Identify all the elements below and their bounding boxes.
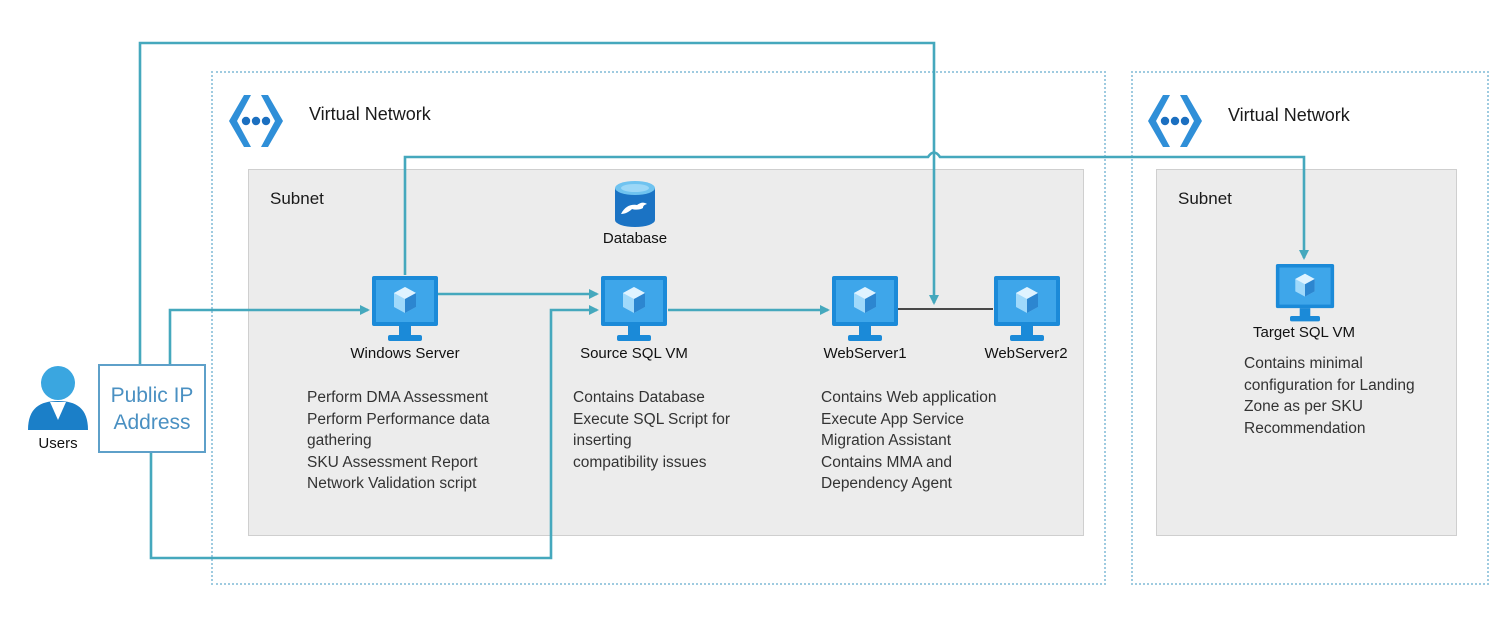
description-line: Contains Database [573, 389, 705, 406]
description-line: Contains Web application [821, 389, 997, 406]
subnet-left-label: Subnet [270, 189, 324, 208]
description-line: Network Validation script [307, 475, 477, 492]
vnet-right-label: Virtual Network [1228, 105, 1350, 125]
description-line: inserting [573, 432, 632, 449]
description-line: Zone as per SKU [1244, 398, 1363, 415]
vnet-left-label: Virtual Network [309, 104, 431, 124]
description-line: Execute SQL Script for [573, 410, 731, 428]
description-line: gathering [307, 432, 372, 449]
subnet-right-label: Subnet [1178, 189, 1232, 208]
webserver1-label: WebServer1 [823, 345, 907, 362]
description-line: Migration Assistant [821, 432, 952, 449]
target-sql-description: Contains minimal configuration for Landi… [1244, 353, 1415, 439]
target-sql-vm-icon [1275, 264, 1335, 322]
virtual-network-icon [229, 95, 283, 147]
webserver2-label: WebServer2 [984, 345, 1068, 362]
database-icon [615, 181, 655, 227]
public-ip-label-line1: Public IP [110, 384, 194, 407]
connector-public-ip-to-webservers [138, 41, 939, 365]
user-icon [28, 366, 88, 430]
description-line: Execute App Service [821, 410, 965, 428]
windows-server-description: Perform DMA Assessment Perform Performan… [307, 387, 490, 495]
description-line: SKU Assessment Report [307, 453, 478, 471]
connector-public-ip-to-source-sql [149, 305, 599, 560]
description-line: Contains MMA and [821, 453, 952, 471]
description-line: Contains minimal [1244, 355, 1363, 372]
subnet-left [248, 169, 1084, 536]
description-line: configuration for Landing [1244, 376, 1415, 394]
virtual-network-left [211, 71, 1106, 585]
subnet-right [1156, 169, 1457, 536]
public-ip-address: Public IP Address [98, 364, 206, 453]
description-line: compatibility issues [573, 453, 707, 471]
description-line: Perform DMA Assessment [307, 389, 488, 406]
public-ip-label-line2: Address [113, 411, 191, 434]
webserver2-vm-icon [994, 276, 1060, 341]
windows-server-label: Windows Server [350, 345, 460, 362]
source-sql-vm-icon [601, 276, 667, 341]
users-label: Users [38, 435, 78, 452]
source-sql-vm-label: Source SQL VM [580, 345, 688, 362]
virtual-network-icon [1148, 95, 1202, 147]
connector-public-ip-to-windows-server [168, 305, 370, 365]
virtual-network-right [1131, 71, 1489, 585]
webserver1-description: Contains Web application Execute App Ser… [821, 387, 997, 495]
database-label: Database [602, 230, 668, 247]
description-line: Perform Performance data [307, 410, 490, 428]
source-sql-description: Contains Database Execute SQL Script for… [573, 387, 730, 473]
description-line: Dependency Agent [821, 475, 952, 492]
webserver1-vm-icon [832, 276, 898, 341]
connector-windows-to-target-sql [403, 151, 1309, 275]
windows-server-vm-icon [372, 276, 438, 341]
target-sql-vm-label: Target SQL VM [1253, 324, 1355, 341]
description-line: Recommendation [1244, 419, 1366, 437]
